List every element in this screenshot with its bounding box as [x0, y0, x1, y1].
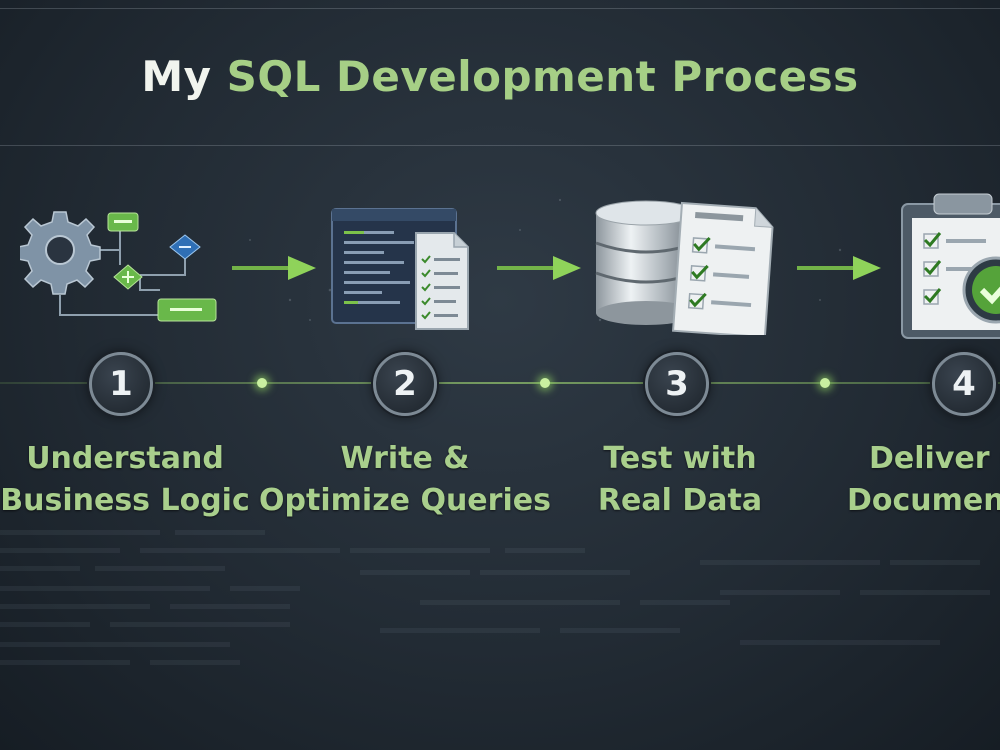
step-number-1: 1	[89, 352, 153, 416]
step-number-2: 2	[373, 352, 437, 416]
step-label-1-line1: Understand	[26, 441, 224, 476]
clipboard-check-icon	[901, 193, 1000, 339]
step-label-1: Understand Business Logic	[0, 438, 275, 522]
arrow-right-icon	[497, 256, 581, 280]
page-title: My SQL Development Process	[0, 52, 1000, 101]
step-label-2-line1: Write &	[340, 441, 470, 476]
step-number-3: 3	[645, 352, 709, 416]
top-divider	[0, 8, 1000, 9]
arrow-right-icon	[797, 256, 881, 280]
step-label-4-line1: Deliver C	[869, 441, 1000, 476]
step-label-3: Test with Real Data	[530, 438, 830, 522]
step-number-4: 4	[932, 352, 996, 416]
step-label-3-line2: Real Data	[597, 483, 763, 518]
timeline-glow-dot	[257, 378, 267, 388]
step-label-2-line2: Optimize Queries	[259, 483, 551, 518]
step-label-4: Deliver C Document	[847, 438, 1000, 522]
code-editor-icon	[331, 208, 469, 330]
step-label-2: Write & Optimize Queries	[255, 438, 555, 522]
timeline-glow-dot	[820, 378, 830, 388]
timeline-line	[0, 382, 1000, 384]
title-divider	[0, 145, 1000, 146]
database-checklist-icon	[595, 200, 774, 335]
step-label-3-line1: Test with	[603, 441, 757, 476]
step-label-4-line2: Document	[847, 483, 1000, 518]
title-prefix: My	[141, 52, 212, 101]
title-highlight: SQL Development Process	[226, 52, 859, 101]
arrow-right-icon	[232, 256, 316, 280]
timeline-glow-dot	[540, 378, 550, 388]
gear-flowchart-icon	[20, 211, 217, 322]
step-label-1-line2: Business Logic	[0, 483, 250, 518]
